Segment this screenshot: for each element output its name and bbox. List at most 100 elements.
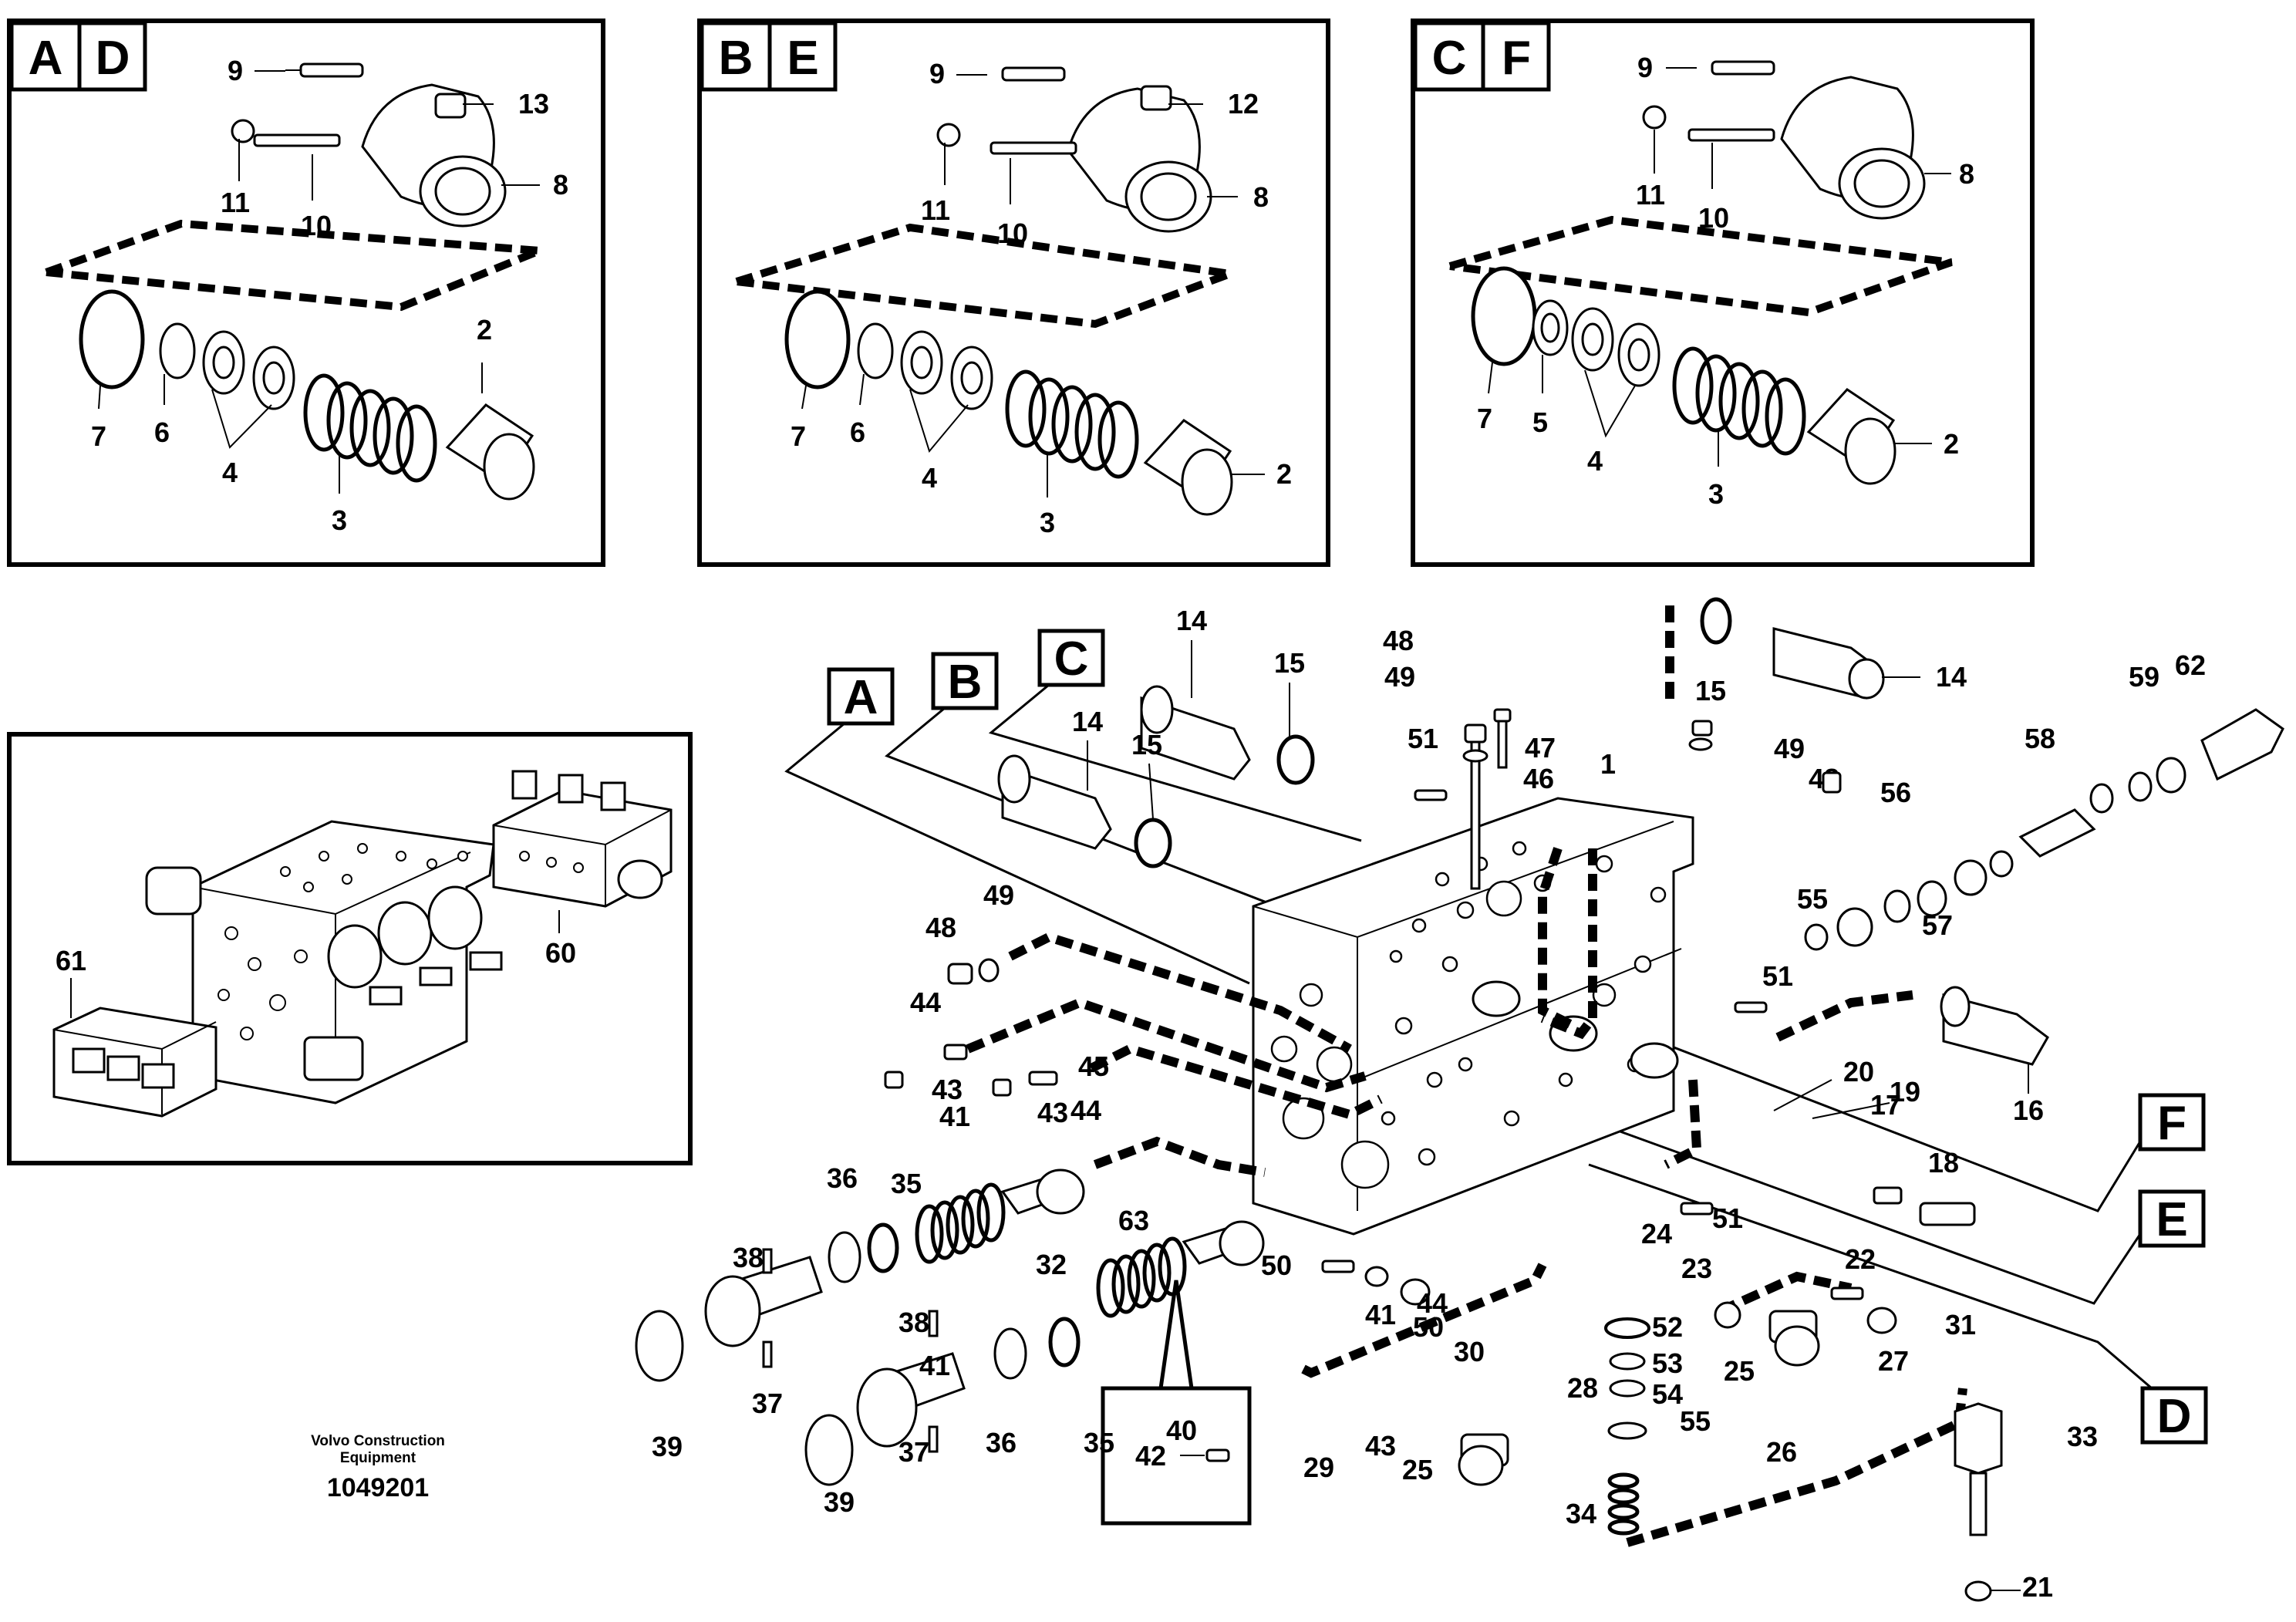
view-letter: A [844, 671, 878, 724]
callout-number: 6 [154, 416, 170, 448]
detail-view-b-e-parts [735, 66, 1233, 516]
callout-number: 31 [1945, 1309, 1976, 1340]
callout-number: 44 [1417, 1287, 1448, 1319]
callout-number: 19 [1890, 1076, 1920, 1108]
detail-box-44: 42 [1101, 1280, 1252, 1526]
view-letter: C [1054, 632, 1089, 686]
callout-number: 35 [1084, 1427, 1114, 1458]
callout-number: 6 [850, 416, 865, 448]
callout-number: 11 [921, 194, 950, 226]
callout-number: 55 [1680, 1405, 1711, 1437]
callout-number: 49 [983, 879, 1014, 911]
view-marker-e: E [1573, 1113, 2206, 1305]
callout-number: 46 [1523, 763, 1554, 794]
callout-number: 17 [1870, 1089, 1901, 1121]
callout-number: 42 [1135, 1440, 1166, 1472]
callout-number: 20 [1843, 1056, 1874, 1088]
callout-number: 27 [1878, 1345, 1909, 1377]
detail-view-b-e-callouts: 9 12 11 10 8 7 6 4 3 2 [791, 58, 1292, 538]
callout-number: 50 [1413, 1311, 1444, 1343]
callout-number: 62 [2175, 649, 2206, 681]
callout-number: 48 [1383, 625, 1414, 656]
callout-number: 43 [932, 1074, 963, 1105]
left-spring-packs [635, 1168, 1265, 1486]
callout-number: 36 [986, 1427, 1017, 1458]
view-letter: E [2156, 1193, 2187, 1246]
callout-number: 4 [1587, 445, 1603, 477]
callout-number: 10 [997, 218, 1028, 249]
callout-number: 4 [222, 457, 238, 488]
dashed-leaders [966, 605, 1967, 1547]
callout-number: 15 [1274, 647, 1305, 679]
callout-number: 60 [545, 937, 576, 969]
callout-number: 7 [91, 420, 106, 452]
callout-number: 41 [1365, 1299, 1396, 1330]
callout-number: 29 [1303, 1452, 1334, 1483]
callout-number: 44 [910, 986, 941, 1018]
overview-frame [7, 732, 693, 1165]
cartridge-16 [1940, 986, 2049, 1066]
callout-number: 3 [1708, 478, 1724, 510]
overview-illustration [52, 770, 673, 1118]
callout-number: 4 [922, 462, 937, 494]
callout-number: 15 [1695, 675, 1726, 706]
callout-number: 10 [301, 210, 332, 241]
callout-number: 14 [1176, 605, 1207, 636]
detail-frame-c-f [1411, 19, 2035, 567]
callout-number: 40 [1166, 1415, 1197, 1446]
callout-number: 13 [518, 88, 549, 120]
callout-number: 26 [1766, 1436, 1797, 1468]
right-side-small-parts [1804, 708, 2284, 951]
view-letter: F [2157, 1097, 2186, 1150]
detail-view-c-f-parts [1448, 60, 1953, 485]
callout-number: 10 [1698, 202, 1729, 234]
callout-number: 52 [1652, 1311, 1683, 1343]
callout-number: 36 [827, 1162, 858, 1194]
callout-number: 61 [56, 945, 86, 976]
callout-number: 39 [824, 1486, 855, 1518]
callout-number: 30 [1454, 1336, 1485, 1367]
callout-number: 49 [1384, 661, 1415, 693]
detail-frame-b-e [697, 19, 1330, 567]
callout-number: 35 [891, 1168, 922, 1199]
callout-number: 49 [1774, 733, 1805, 764]
callout-number: 9 [1637, 52, 1653, 83]
callout-number: 3 [332, 504, 347, 536]
callout-number: 9 [929, 58, 945, 89]
main-callouts: 1 14 14 14 15 15 15 16 17 18 19 20 21 22… [652, 605, 2206, 1603]
callout-number: 14 [1936, 661, 1967, 693]
view-letter: B [719, 32, 754, 85]
callout-number: 7 [791, 420, 806, 452]
view-marker-f: F [1557, 1001, 2206, 1212]
callout-number: 8 [1959, 158, 1974, 190]
callout-number: 43 [1365, 1430, 1396, 1462]
callout-number: 16 [2013, 1094, 2044, 1126]
callout-number: 50 [1261, 1249, 1292, 1281]
detail-view-a-d-callouts: 9 13 11 10 8 7 6 4 3 2 [91, 55, 568, 536]
callout-number: 55 [1797, 883, 1828, 915]
callout-number: 8 [1253, 181, 1269, 213]
callout-number: 48 [925, 912, 956, 943]
callout-number: 45 [1078, 1050, 1109, 1082]
view-marker-a: A [784, 667, 1250, 985]
callout-number: 32 [1036, 1249, 1067, 1280]
callout-number: 18 [1928, 1147, 1959, 1179]
callout-number: 37 [752, 1388, 783, 1419]
document-caption: Volvo Construction Equipment 1049201 [262, 1433, 494, 1503]
callout-number: 28 [1567, 1372, 1598, 1404]
callout-number: 58 [2025, 723, 2055, 754]
callout-number: 25 [1724, 1355, 1755, 1387]
callout-number: 38 [899, 1307, 929, 1338]
callout-number: 8 [553, 169, 568, 201]
callout-number: 51 [1712, 1202, 1743, 1234]
detail-view-c-f-callouts: 9 11 10 8 7 5 4 3 2 [1477, 52, 1974, 510]
caption-company-line1: Volvo Construction [311, 1433, 445, 1449]
callout-number: 33 [2067, 1421, 2098, 1452]
detail-view-a-d-parts [45, 62, 541, 501]
callout-number: 47 [1525, 732, 1556, 764]
callout-number: 2 [1276, 458, 1292, 490]
detail-tab-c-f: C F [1413, 21, 1551, 92]
callout-number: 57 [1922, 909, 1953, 941]
callout-number: 11 [221, 187, 250, 218]
